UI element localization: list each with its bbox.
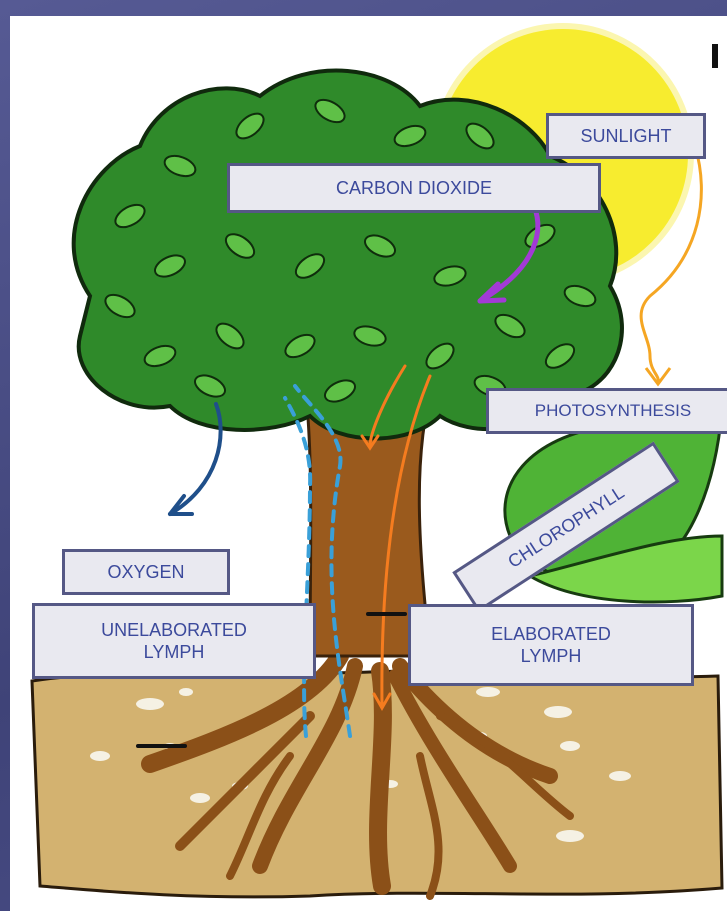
label-elaborated-lymph: ELABORATED LYMPH — [408, 604, 694, 686]
label-sunlight: SUNLIGHT — [546, 113, 706, 159]
cropped-title-glyph — [712, 44, 718, 68]
label-carbon-dioxide-text: CARBON DIOXIDE — [336, 177, 492, 200]
label-carbon-dioxide: CARBON DIOXIDE — [227, 163, 601, 213]
label-unelaborated-lymph-text: UNELABORATED LYMPH — [101, 619, 247, 664]
label-sunlight-text: SUNLIGHT — [580, 125, 671, 148]
label-oxygen-text: OXYGEN — [107, 561, 184, 584]
diagram-panel: SUNLIGHT CARBON DIOXIDE PHOTOSYNTHESIS C… — [10, 16, 727, 911]
label-oxygen: OXYGEN — [62, 549, 230, 595]
label-photosynthesis-text: PHOTOSYNTHESIS — [535, 400, 692, 421]
label-unelaborated-lymph: UNELABORATED LYMPH — [32, 603, 316, 679]
label-elaborated-lymph-text: ELABORATED LYMPH — [491, 623, 611, 668]
label-photosynthesis: PHOTOSYNTHESIS — [486, 388, 727, 434]
